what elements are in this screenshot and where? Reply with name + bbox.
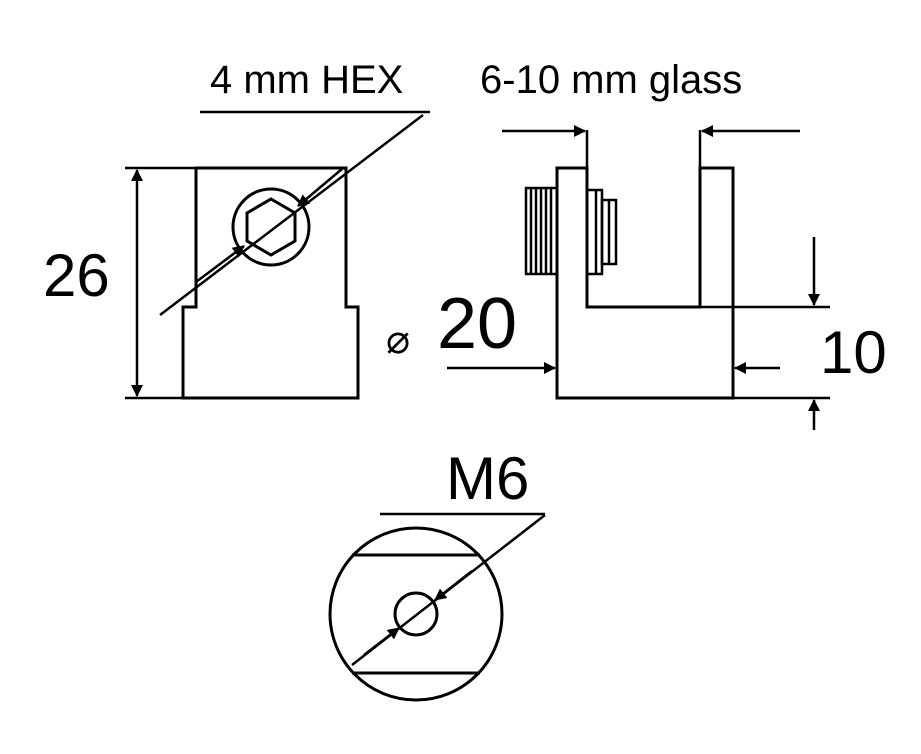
- front-view-body-outline: [181, 166, 360, 400]
- side-view-body-outline: [555, 166, 735, 400]
- lip-label: 10: [820, 319, 887, 386]
- bottom-view: [328, 512, 546, 702]
- hex-leader-line: [159, 114, 424, 316]
- diameter-label: 20: [437, 284, 517, 364]
- screw-head-circle: [231, 187, 311, 267]
- hex-arrow-upper: [297, 168, 343, 207]
- set-screw-knurled: [524, 186, 559, 276]
- pressure-pad: [585, 188, 618, 276]
- lip-dimension: [700, 237, 830, 430]
- m6-arrow-lower: [363, 627, 400, 656]
- glass-label: 6-10 mm glass: [480, 58, 742, 102]
- glass-dimension: [502, 125, 800, 168]
- hex-arrow-lower: [195, 245, 245, 283]
- height-label: 26: [43, 242, 110, 309]
- front-view: [159, 110, 430, 400]
- pressure-pad-outer: [585, 188, 604, 276]
- bottom-view-outer-circle: [328, 526, 504, 702]
- diameter-symbol: ⌀: [386, 318, 410, 362]
- side-view: [524, 166, 735, 400]
- hex-socket: [245, 197, 297, 257]
- m6-hole: [393, 591, 439, 637]
- thread-label: M6: [446, 445, 529, 512]
- m6-arrow-upper: [434, 570, 473, 601]
- hex-label: 4 mm HEX: [210, 58, 403, 102]
- height-dimension: [125, 166, 196, 400]
